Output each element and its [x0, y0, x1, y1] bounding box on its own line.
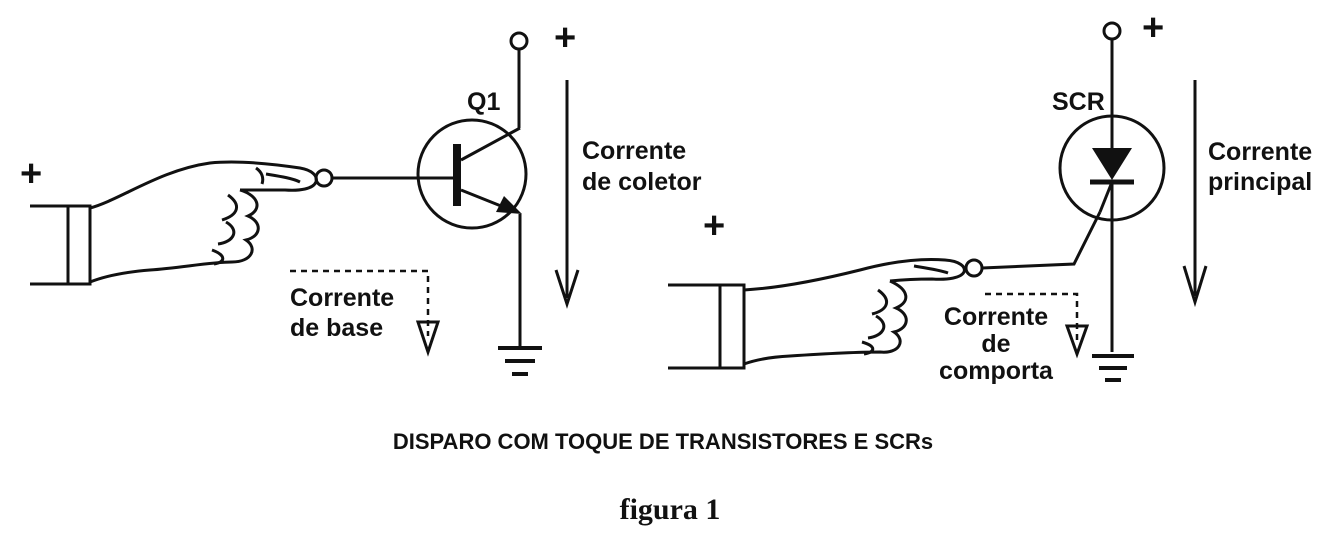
diagram-caption: DISPARO COM TOQUE DE TRANSISTORES E SCRs	[393, 429, 933, 454]
right-hand-sleeve	[668, 283, 746, 370]
right-touch-contact	[964, 258, 984, 278]
figure-label: figura 1	[620, 493, 721, 526]
right-hand-icon	[743, 258, 966, 366]
right-supply-plus-sign: +	[1142, 7, 1164, 49]
base-current-label-line2: de base	[290, 314, 383, 342]
left-touch-contact	[314, 168, 334, 188]
main-current-label-line2: principal	[1208, 168, 1312, 196]
transistor-circuit: + Q1 +	[20, 17, 702, 376]
collector-current-label-line1: Corrente	[582, 137, 686, 165]
left-hand-icon	[89, 160, 318, 284]
transistor-q1-icon	[416, 118, 528, 230]
gate-current-label-line1: Corrente	[944, 303, 1048, 331]
gate-current-label-line2: de	[981, 330, 1010, 358]
q1-label: Q1	[467, 88, 500, 116]
right-supply-terminal	[1102, 21, 1122, 41]
right-ground-icon	[1092, 354, 1134, 382]
scr-circuit: + SCR +	[668, 7, 1312, 385]
left-supply-terminal	[509, 31, 529, 51]
gate-current-label-line3: comporta	[939, 357, 1054, 385]
main-current-arrow	[1182, 80, 1208, 308]
gate-current-arrow	[985, 292, 1090, 359]
scr-label: SCR	[1052, 88, 1105, 116]
left-ground-icon	[498, 346, 542, 376]
collector-current-label-line2: de coletor	[582, 168, 702, 196]
left-hand-sleeve	[30, 204, 92, 286]
main-current-label-line1: Corrente	[1208, 138, 1312, 166]
gate-wire	[981, 211, 1102, 270]
left-supply-plus-sign: +	[554, 17, 576, 59]
scr-icon	[1058, 114, 1166, 222]
base-current-arrow	[290, 269, 441, 357]
base-current-label-line1: Corrente	[290, 284, 394, 312]
right-input-plus-sign: +	[703, 205, 725, 247]
collector-current-arrow	[554, 80, 580, 309]
left-input-plus-sign: +	[20, 153, 42, 195]
